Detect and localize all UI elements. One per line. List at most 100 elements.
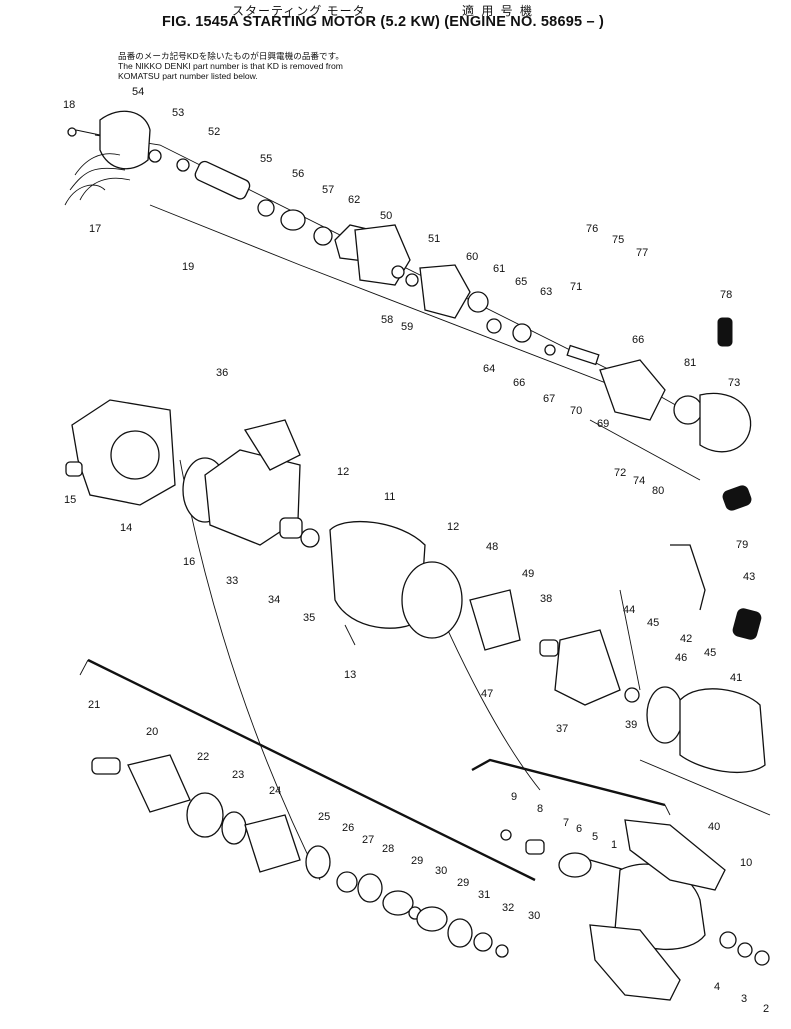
bushing-21 [91, 757, 121, 775]
callout-58: 58 [381, 314, 393, 326]
callout-12: 12 [447, 521, 459, 533]
callout-14: 14 [120, 522, 132, 534]
callout-30: 30 [528, 910, 540, 922]
callout-42: 42 [680, 633, 692, 645]
washer-29 [382, 890, 414, 916]
callout-5: 5 [592, 831, 598, 843]
washer-30b [495, 944, 509, 958]
callout-65: 65 [515, 276, 527, 288]
callout-4: 4 [714, 981, 720, 993]
note-japanese: 品番のメーカ記号KDを除いたものが日興電機の品番です。 [118, 51, 344, 61]
callout-3: 3 [741, 993, 747, 1005]
callout-52: 52 [208, 126, 220, 138]
ring-23 [221, 811, 247, 845]
washer-53 [176, 158, 190, 172]
callout-48: 48 [486, 541, 498, 553]
callout-59: 59 [401, 321, 413, 333]
callout-67: 67 [543, 393, 555, 405]
bracket-42 [670, 544, 706, 611]
bushing-38 [539, 639, 559, 657]
callout-60: 60 [466, 251, 478, 263]
callout-41: 41 [730, 672, 742, 684]
callout-30: 30 [435, 865, 447, 877]
spring-31 [447, 918, 473, 948]
callout-38: 38 [540, 593, 552, 605]
ring-32 [473, 932, 493, 952]
ring-55 [257, 199, 275, 217]
flange-bore [110, 430, 160, 480]
callout-24: 24 [269, 785, 281, 797]
callout-19: 19 [182, 261, 194, 273]
callout-73: 73 [728, 377, 740, 389]
screw-18 [67, 127, 77, 137]
coil-51 [419, 264, 471, 319]
callout-50: 50 [380, 210, 392, 222]
callout-22: 22 [197, 751, 209, 763]
callout-45: 45 [704, 647, 716, 659]
note-line-2: KOMATSU part number listed below. [118, 71, 258, 81]
ring-25 [305, 845, 331, 879]
washer-4 [719, 931, 737, 949]
washer-39 [624, 687, 640, 703]
callout-40: 40 [708, 821, 720, 833]
nut-53 [148, 149, 162, 163]
callout-12: 12 [337, 466, 349, 478]
callout-39: 39 [625, 719, 637, 731]
callout-44: 44 [623, 604, 635, 616]
field-coil [589, 924, 681, 1001]
callout-29: 29 [457, 877, 469, 889]
washer-29b [416, 906, 448, 932]
callout-62: 62 [348, 194, 360, 206]
washer-66 [544, 344, 556, 356]
callout-11: 11 [384, 491, 395, 503]
bushing-34 [279, 517, 303, 539]
callout-76: 76 [586, 223, 598, 235]
callout-37: 37 [556, 723, 568, 735]
japanese-applicable-label: 適 用 号 機 [462, 4, 535, 18]
callout-53: 53 [172, 107, 184, 119]
brush-holder-47 [469, 589, 521, 651]
callout-31: 31 [478, 889, 490, 901]
drive-group [91, 754, 770, 1001]
through-bolt-40 [639, 759, 771, 816]
callout-32: 32 [502, 902, 514, 914]
sleeve-24 [244, 814, 301, 873]
callout-26: 26 [342, 822, 354, 834]
callout-74: 74 [633, 475, 645, 487]
terminal-cap-43 [732, 608, 762, 640]
terminal-cap-78 [717, 317, 733, 347]
callout-57: 57 [322, 184, 334, 196]
callout-8: 8 [537, 803, 543, 815]
spring-56 [280, 209, 306, 231]
washer-64 [486, 318, 502, 334]
callout-9: 9 [511, 791, 517, 803]
callout-66: 66 [513, 377, 525, 389]
end-frame-37 [554, 629, 621, 706]
callout-54: 54 [132, 86, 144, 98]
cover-73 [699, 392, 752, 453]
plate-65 [512, 323, 532, 343]
bolt-70 [566, 344, 600, 366]
housing-group [65, 399, 771, 816]
washer-2 [754, 950, 770, 966]
callout-63: 63 [540, 286, 552, 298]
nut-58 [391, 265, 405, 279]
callout-7: 7 [563, 817, 569, 829]
callout-78: 78 [720, 289, 732, 301]
japanese-title: スターティング モータ [232, 4, 366, 18]
callout-33: 33 [226, 575, 238, 587]
callout-18: 18 [63, 99, 75, 111]
callout-69: 69 [597, 418, 609, 430]
terminal-cap-79 [722, 485, 752, 511]
callout-64: 64 [483, 363, 495, 375]
clutch-20 [127, 754, 191, 813]
callout-80: 80 [652, 485, 664, 497]
spring-28 [357, 873, 383, 903]
washer-59 [405, 273, 419, 287]
callout-15: 15 [64, 494, 76, 506]
ring-81 [673, 395, 703, 425]
plunger-52 [194, 160, 251, 200]
callout-6: 6 [576, 823, 582, 835]
